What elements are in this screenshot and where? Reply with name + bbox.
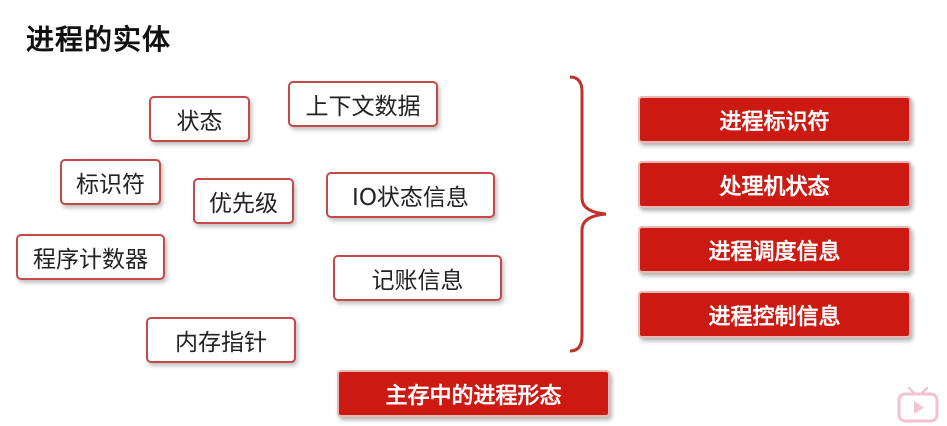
tag-identifier: 标识符 xyxy=(60,159,161,205)
tag-priority: 优先级 xyxy=(193,178,294,224)
category-processor-state: 处理机状态 xyxy=(638,161,911,208)
tag-accounting-info: 记账信息 xyxy=(333,255,502,301)
bottom-label: 主存中的进程形态 xyxy=(337,370,610,417)
tag-program-counter: 程序计数器 xyxy=(16,234,165,280)
category-process-identifier: 进程标识符 xyxy=(638,96,911,143)
tag-state: 状态 xyxy=(149,96,250,142)
category-scheduling-info: 进程调度信息 xyxy=(638,226,911,273)
tag-context-data: 上下文数据 xyxy=(288,81,438,127)
category-control-info: 进程控制信息 xyxy=(638,291,911,338)
slide-title: 进程的实体 xyxy=(26,23,172,56)
tag-io-status: IO状态信息 xyxy=(326,172,495,218)
right-brace xyxy=(569,75,607,353)
player-logo-icon xyxy=(897,386,939,423)
tag-memory-pointer: 内存指针 xyxy=(146,317,296,363)
